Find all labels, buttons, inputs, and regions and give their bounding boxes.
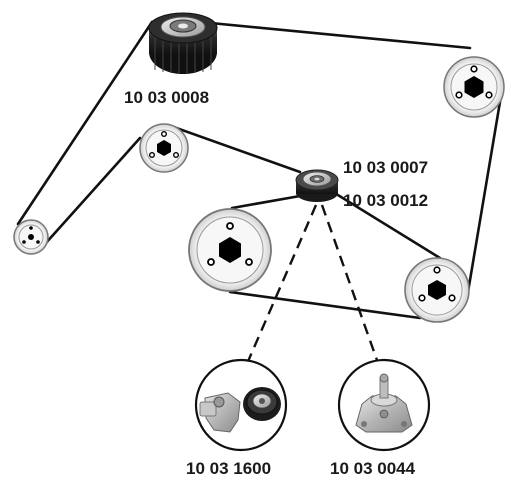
leader-line-left xyxy=(244,204,318,367)
belt-segment xyxy=(230,194,302,210)
leader-line-right xyxy=(320,204,380,364)
belt-segment xyxy=(43,136,142,246)
tensioner-assembly-left-detail xyxy=(194,358,288,452)
hex-hub-icon xyxy=(428,280,446,300)
tensioner-pulley-icon xyxy=(295,169,339,202)
pulley-crank-left xyxy=(13,219,49,255)
label-top-idler: 10 03 0008 xyxy=(124,88,209,107)
belt-segment xyxy=(466,88,504,294)
belt-segment xyxy=(331,190,442,260)
label-tensioner-pulley-b: 10 03 0012 xyxy=(343,191,428,210)
tensioner-assembly-right-detail xyxy=(337,358,431,452)
tensioner-assembly-icon xyxy=(199,387,281,433)
hex-hub-icon xyxy=(157,140,171,156)
pulley-large-center xyxy=(188,208,272,292)
label-tensioner-assembly-right: 10 03 0044 xyxy=(330,459,416,478)
belt-segment xyxy=(16,20,154,226)
label-tensioner-pulley-a: 10 03 0007 xyxy=(343,158,428,177)
belt-segment xyxy=(166,123,302,174)
label-tensioner-assembly-left: 10 03 1600 xyxy=(186,459,271,478)
belt-segment xyxy=(188,19,472,50)
tensioner-assembly-icon xyxy=(355,373,413,433)
hex-hub-icon xyxy=(464,76,484,98)
hex-hub-icon xyxy=(219,237,241,263)
belt-segment xyxy=(228,290,422,320)
pulley-small-upper-left xyxy=(139,123,189,173)
drive-belt xyxy=(16,19,504,320)
leader-lines xyxy=(244,204,380,367)
idler-pulley-top-icon xyxy=(148,12,218,74)
pulley-lower-right xyxy=(404,257,470,323)
pulley-right xyxy=(443,56,505,118)
